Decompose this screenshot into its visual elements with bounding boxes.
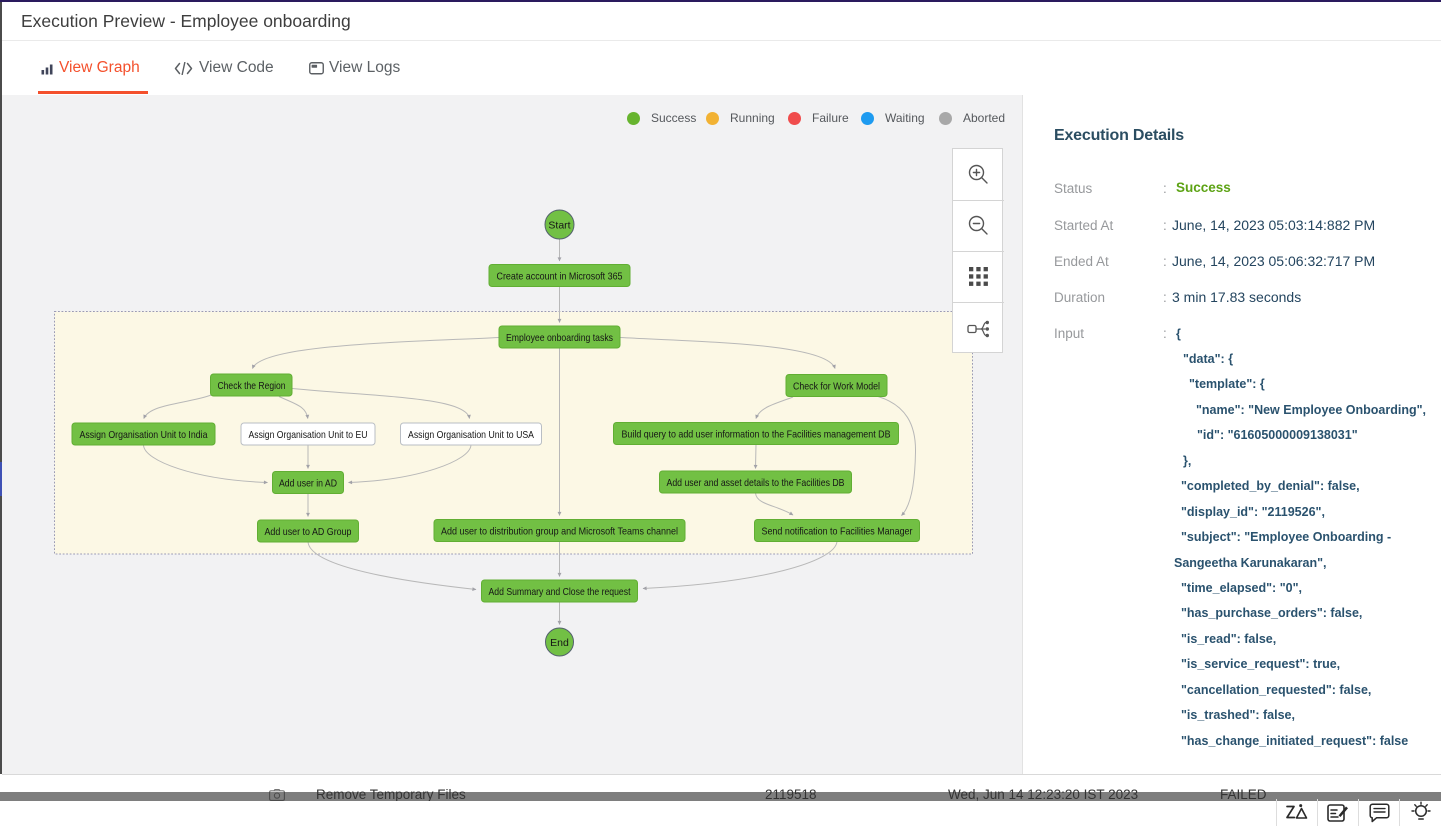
- svg-text:Assign Organisation Unit to In: Assign Organisation Unit to India: [80, 429, 208, 441]
- svg-text:Add user to distribution group: Add user to distribution group and Micro…: [441, 526, 678, 538]
- svg-text:Assign Organisation Unit to EU: Assign Organisation Unit to EU: [249, 429, 368, 441]
- svg-text:Start: Start: [548, 220, 570, 232]
- svg-text:Assign Organisation Unit to US: Assign Organisation Unit to USA: [408, 429, 534, 441]
- svg-text:Add user in AD: Add user in AD: [279, 478, 337, 490]
- svg-text:Check the Region: Check the Region: [218, 380, 286, 392]
- svg-text:Build query to add user inform: Build query to add user information to t…: [622, 429, 891, 441]
- svg-text:Add Summary and Close the requ: Add Summary and Close the request: [489, 586, 631, 598]
- svg-text:Add user and asset details to: Add user and asset details to the Facili…: [667, 477, 845, 489]
- svg-text:Employee onboarding tasks: Employee onboarding tasks: [506, 332, 613, 344]
- svg-text:Send notification to Facilitie: Send notification to Facilities Manager: [762, 526, 913, 538]
- svg-text:End: End: [550, 637, 569, 649]
- svg-text:Create account in Microsoft 36: Create account in Microsoft 365: [497, 271, 623, 283]
- svg-text:Add user to AD Group: Add user to AD Group: [265, 526, 352, 538]
- svg-text:Check for Work Model: Check for Work Model: [793, 381, 880, 393]
